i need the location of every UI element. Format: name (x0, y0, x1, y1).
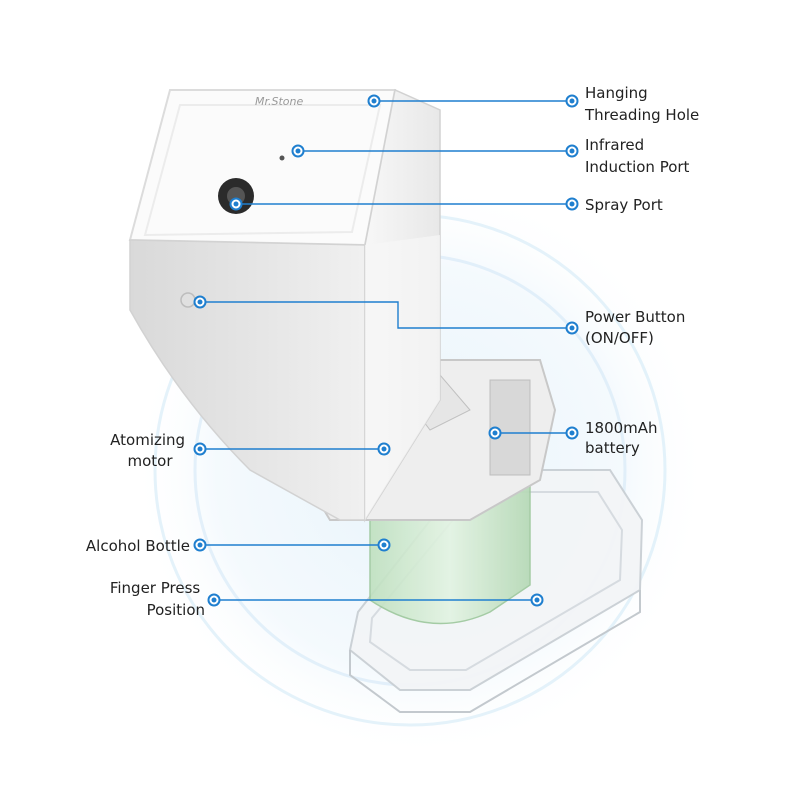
label-power-button: Power Button (ON/OFF) (585, 308, 690, 347)
label-alcohol-bottle: Alcohol Bottle (86, 537, 190, 555)
device-body: Mr.Stone (128, 88, 441, 523)
brand-mark: Mr.Stone (255, 95, 303, 108)
label-hanging-threading-hole: Hanging Threading Hole (584, 84, 699, 124)
power-button-shape[interactable] (180, 292, 196, 308)
callout-labels: Hanging Threading Hole Infrared Inductio… (86, 84, 699, 619)
label-battery: 1800mAh battery (585, 419, 662, 457)
label-end-dot (193, 94, 579, 607)
callout-leaders (193, 94, 579, 607)
label-infrared-induction-port: Infrared Induction Port (585, 136, 690, 176)
label-spray-port: Spray Port (585, 196, 663, 214)
label-finger-press-position: Finger Press Position (110, 579, 205, 619)
label-atomizing-motor: Atomizing motor (110, 431, 190, 470)
anchor-dot (193, 94, 544, 607)
